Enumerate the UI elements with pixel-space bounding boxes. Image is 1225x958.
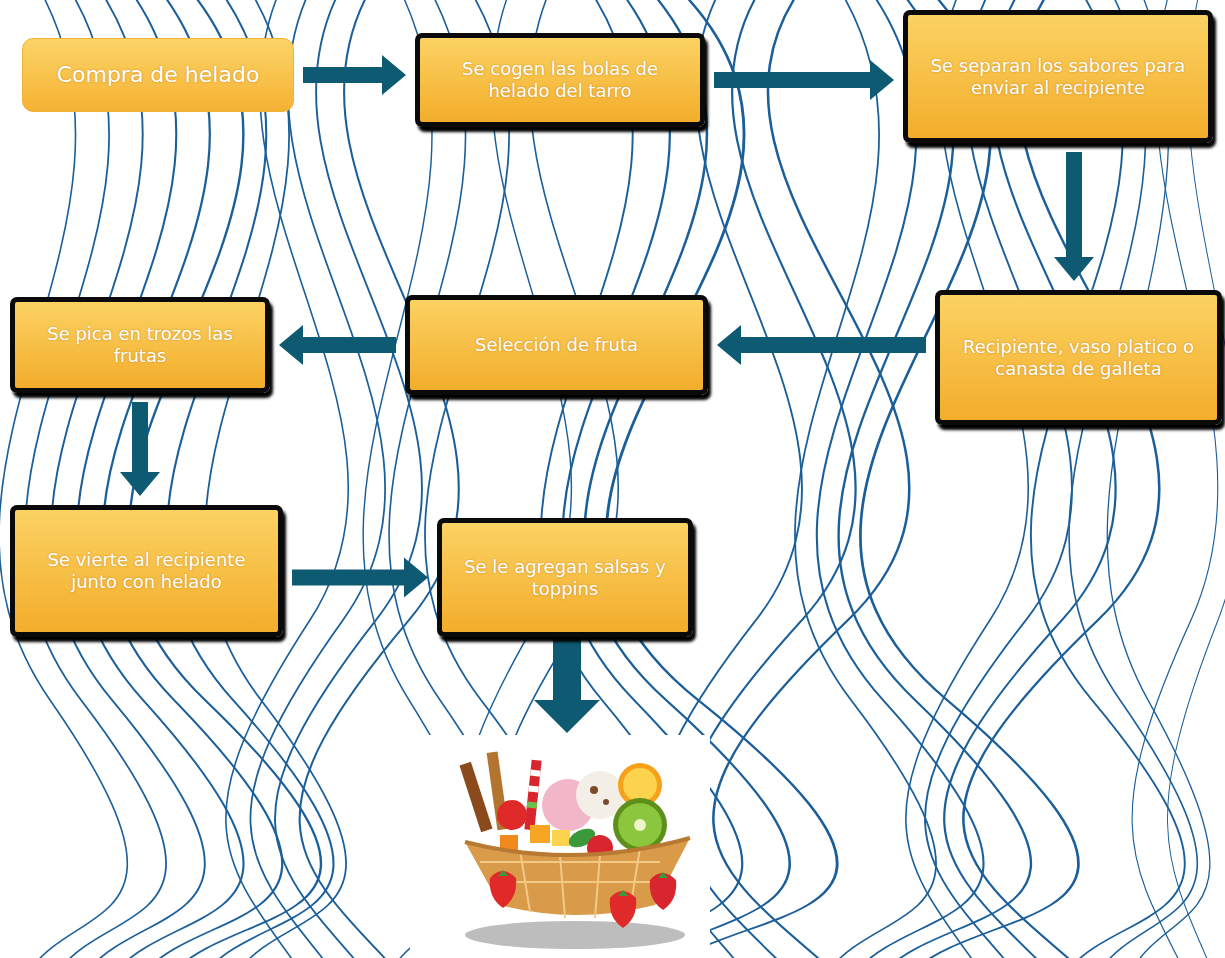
wave-lines	[250, 0, 385, 958]
sundae	[634, 819, 646, 831]
sundae	[465, 838, 690, 915]
sundae	[459, 762, 492, 832]
sundae	[610, 891, 636, 928]
arrow-to-illustration	[534, 637, 600, 733]
wave-lines	[563, 0, 743, 958]
wave-lines	[963, 0, 1159, 958]
wave-lines	[1168, 0, 1225, 958]
flow-arrow	[292, 558, 428, 598]
sundae	[527, 801, 538, 808]
sundae	[524, 760, 541, 831]
wave-lines	[25, 0, 166, 958]
wave-lines	[795, 0, 936, 958]
flow-arrow	[279, 325, 396, 365]
wave-lines	[103, 0, 283, 958]
wave-lines	[51, 0, 205, 958]
wave-lines	[944, 0, 1115, 958]
wave-lines	[1069, 0, 1197, 958]
sundae	[465, 838, 690, 855]
wave-lines	[713, 0, 909, 958]
illustration-ground	[410, 735, 710, 958]
sundae	[530, 825, 550, 843]
process-box: Se le agregan salsas y toppins	[437, 518, 693, 637]
box-text: Recipiente, vaso platico o canasta de ga…	[954, 336, 1203, 380]
wave-lines	[226, 0, 348, 958]
process-box: Se pica en trozos las frutas	[10, 297, 270, 393]
box-text: Compra de helado	[57, 62, 260, 89]
process-box: Selección de fruta	[405, 295, 708, 395]
process-box: Se separan los sabores para enviar al re…	[903, 10, 1213, 143]
box-text: Se separan los sabores para enviar al re…	[922, 55, 1194, 99]
sundae	[618, 803, 662, 847]
wave-lines	[606, 0, 837, 958]
wave-lines	[77, 0, 244, 958]
sundae	[603, 799, 609, 805]
sundae	[497, 800, 527, 830]
sundae	[590, 786, 598, 794]
wave-lines	[817, 0, 984, 958]
sundae	[528, 786, 539, 793]
sundae	[490, 871, 516, 908]
wave-lines	[1132, 0, 1218, 958]
sundae	[552, 830, 570, 846]
wave-lines	[1031, 0, 1185, 958]
box-text: Se pica en trozos las frutas	[29, 323, 251, 367]
flow-arrow	[303, 55, 406, 95]
process-box: Recipiente, vaso platico o canasta de ga…	[935, 290, 1222, 425]
flow-arrow	[120, 402, 160, 496]
flow-arrow	[1054, 152, 1094, 281]
process-box: Se vierte al recipiente junto con helado	[10, 505, 283, 637]
wave-lines	[860, 0, 1078, 958]
box-text: Se cogen las bolas de helado del tarro	[434, 58, 686, 102]
sundae	[530, 770, 541, 777]
sundae	[623, 768, 657, 802]
box-text: Se le agregan salsas y toppins	[456, 556, 674, 600]
sundae	[465, 921, 685, 949]
process-box: Compra de helado	[22, 38, 294, 112]
flow-arrow	[717, 325, 926, 365]
process-box: Se cogen las bolas de helado del tarro	[415, 33, 705, 127]
sundae	[459, 752, 690, 949]
flow-arrow	[714, 60, 894, 100]
sundae	[498, 870, 668, 896]
box-text: Se vierte al recipiente junto con helado	[29, 549, 264, 593]
box-text: Selección de fruta	[475, 334, 638, 356]
sundae	[650, 873, 676, 910]
